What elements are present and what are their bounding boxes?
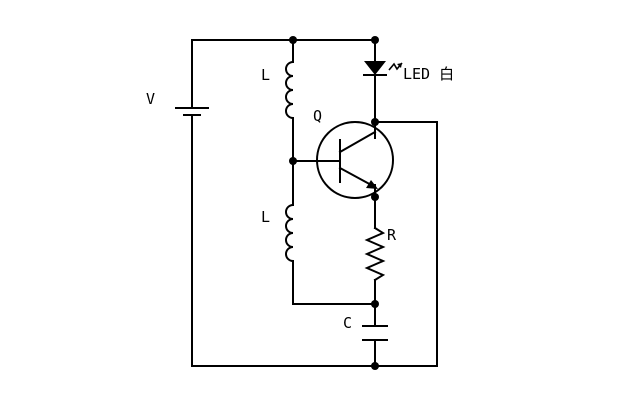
- transistor-symbol: [316, 121, 394, 199]
- wire-battery-bottom: [191, 114, 376, 367]
- junction-dot: [289, 36, 297, 44]
- inductor-top-symbol: [285, 60, 295, 120]
- led-label: LED 白: [403, 65, 454, 83]
- inductor-bottom-label: L: [261, 208, 270, 226]
- junction-dots: [289, 36, 379, 370]
- capacitor-label: C: [343, 314, 352, 332]
- junction-dot: [371, 36, 379, 44]
- battery-symbol: [175, 107, 209, 116]
- capacitor-symbol: [362, 325, 388, 341]
- inductor-bottom-symbol: [285, 203, 295, 263]
- wire-collector-right: [374, 121, 438, 367]
- wire-inductor-bottom-lead: [292, 261, 376, 305]
- resistor-label: R: [387, 226, 397, 244]
- junction-dot: [371, 362, 379, 370]
- junction-dot: [289, 157, 297, 165]
- led-symbol: [363, 61, 403, 76]
- battery-label: V: [146, 90, 155, 108]
- junction-dot: [371, 193, 379, 201]
- wires: [191, 39, 438, 367]
- junction-dot: [371, 118, 379, 126]
- wire-top-rail: [191, 39, 376, 61]
- resistor-symbol: [364, 226, 386, 282]
- transistor-label: Q: [313, 107, 322, 125]
- junction-dot: [371, 300, 379, 308]
- inductor-top-label: L: [261, 66, 270, 84]
